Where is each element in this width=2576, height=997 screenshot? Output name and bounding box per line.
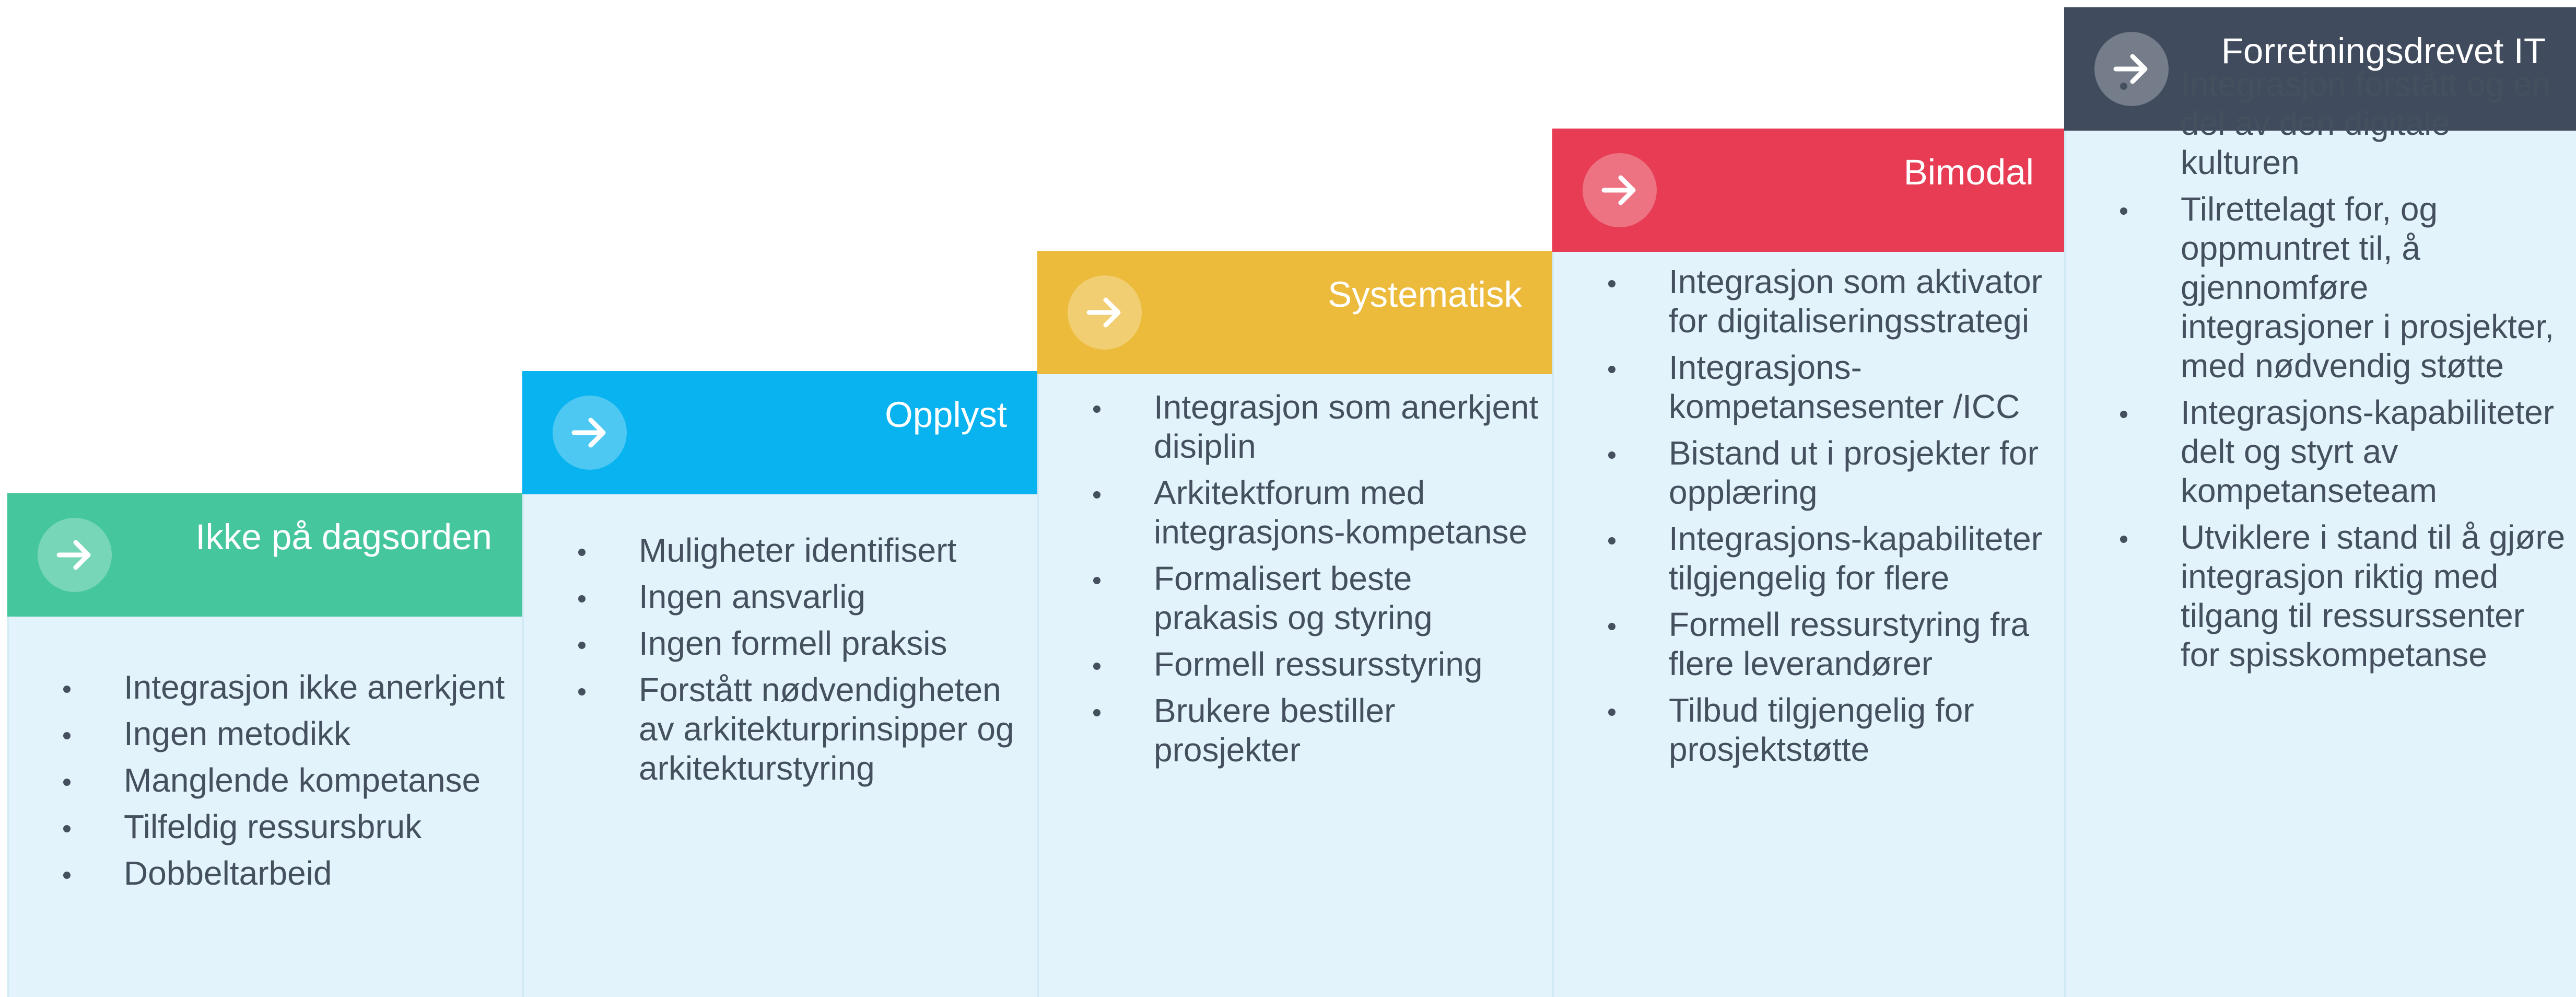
step-item: Bistand ut i prosjekter for opplæring (1554, 434, 2064, 512)
step-item: Integrasjon forstått og en del av den di… (2066, 65, 2576, 182)
step-item: Tilbud tilgjengelig for prosjektstøtte (1554, 691, 2064, 769)
step-item: Utviklere i stand til å gjøre integrasjo… (2066, 518, 2576, 675)
step-header: Opplyst (522, 371, 1037, 494)
step-header: Bimodal (1552, 129, 2064, 252)
step-item-list: Integrasjon som aktivator for digitalise… (1554, 262, 2064, 776)
step-item: Forstått nødvendigheten av arkitekturpri… (524, 670, 1037, 788)
step-item-list: Integrasjon forstått og en del av den di… (2066, 65, 2576, 682)
step-item: Tilrettelagt for, og oppmuntret til, å g… (2066, 190, 2576, 386)
step-item: Tilfeldig ressursbruk (9, 807, 522, 847)
step-item: Manglende kompetanse (9, 761, 522, 800)
step-header: Ikke på dagsorden (7, 493, 522, 617)
step-item: Integrasjon ikke anerkjent (9, 668, 522, 707)
step-item: Formell ressursstyring (1039, 645, 1552, 684)
arrow-right-icon[interactable] (1583, 153, 1657, 227)
step-title: Ikke på dagsorden (195, 517, 492, 557)
step-title: Bimodal (1903, 152, 2034, 192)
step-item: Arkitektforum med integrasjons-kompetans… (1039, 473, 1552, 552)
step-item: Integrasjons-kapabiliteter delt og styrt… (2066, 393, 2576, 511)
step-item: Muligheter identifisert (524, 531, 1037, 570)
arrow-right-icon[interactable] (1068, 275, 1142, 350)
step-title: Systematisk (1328, 274, 1522, 315)
step-item: Integrasjons-kapabiliteter tilgjengelig … (1554, 519, 2064, 598)
arrow-right-icon[interactable] (38, 518, 112, 592)
step-item: Dobbeltarbeid (9, 854, 522, 893)
step-body: Integrasjon som aktivator for digitalise… (1552, 252, 2064, 997)
step-item: Integrasjon som aktivator for digitalise… (1554, 262, 2064, 341)
step-title: Forretningsdrevet IT (2221, 31, 2546, 71)
step-item: Ingen formell praksis (524, 624, 1037, 663)
step-body: Integrasjon forstått og en del av den di… (2064, 65, 2576, 997)
step-item: Ingen metodikk (9, 714, 522, 753)
step-item: Integrasjon som anerkjent disiplin (1039, 388, 1552, 466)
step-item: Formell ressurstyring fra flere leverand… (1554, 605, 2064, 683)
step-item: Brukere bestiller prosjekter (1039, 691, 1552, 770)
step-item: Formalisert beste prakasis og styring (1039, 559, 1552, 637)
step-item: Ingen ansvarlig (524, 577, 1037, 617)
arrow-right-icon[interactable] (2094, 32, 2169, 106)
step-header: Systematisk (1037, 251, 1552, 374)
arrow-right-icon[interactable] (553, 396, 627, 470)
step-header: Forretningsdrevet IT (2064, 7, 2576, 131)
step-title: Opplyst (885, 395, 1007, 435)
step-item: Integrasjons-kompetansesenter /ICC (1554, 348, 2064, 426)
